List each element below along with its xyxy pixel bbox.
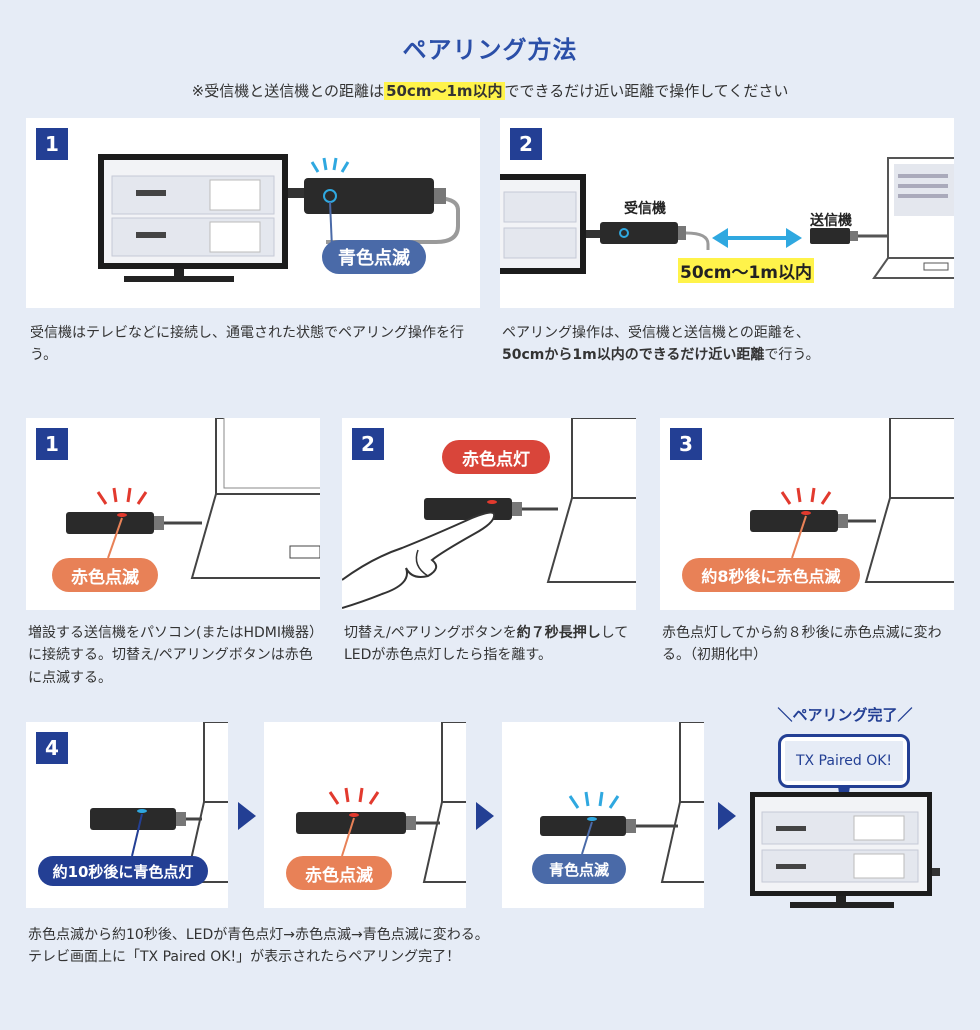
bottom-step-4-desc: 赤色点滅から約10秒後、LEDが青色点灯→赤色点滅→青色点滅に変わる。 テレビ画… (28, 924, 728, 969)
red-blink-badge: 赤色点滅 (286, 856, 392, 890)
blue-blink-badge: 青色点滅 (322, 240, 426, 274)
finger-press-illustration (342, 418, 636, 609)
distance-illustration (500, 157, 954, 279)
mid-step-1-panel: 1 赤色点滅 (26, 418, 320, 610)
tv-receiver-illustration (98, 154, 460, 282)
transmitter-red-blink-after-illustration (750, 418, 954, 583)
mid-step-3-desc: 赤色点灯してから約８秒後に赤色点滅に変わる。（初期化中） (662, 625, 942, 664)
paired-message-callout: TX Paired OK! (778, 734, 910, 788)
step-arrow-3 (718, 802, 736, 830)
step-number-badge: 1 (36, 128, 68, 160)
subtitle-post: でできるだけ近い距離で操作してください (504, 82, 789, 100)
mid-step-3-panel: 3 約8秒後に赤色点滅 (660, 418, 954, 610)
red-on-badge: 赤色点灯 (442, 440, 550, 474)
desc-pre: 切替え/ペアリングボタンを (344, 625, 517, 641)
transmitter-label: 送信機 (810, 213, 852, 229)
step-number-badge: 1 (36, 428, 68, 460)
transmitter-red-blink-step4-illustration (296, 722, 466, 883)
subtitle-highlight: 50cm〜1m以内 (384, 82, 505, 100)
step-arrow-1 (238, 802, 256, 830)
receiver-label: 受信機 (624, 201, 666, 217)
mid-step-2-panel: 2 赤色点灯 (342, 418, 636, 610)
top-step-1-panel: 1 青色点滅 (26, 118, 480, 308)
desc-line1: 赤色点滅から約10秒後、LEDが青色点灯→赤色点滅→青色点滅に変わる。 (28, 927, 489, 943)
tv-paired-illustration (750, 786, 940, 908)
step-number-badge: 3 (670, 428, 702, 460)
complete-right-mark: ／ (897, 706, 913, 724)
mid-step-2-desc: 切替え/ペアリングボタンを約７秒長押ししてLEDが赤色点灯したら指を離す。 (344, 622, 640, 667)
complete-text: ペアリング完了 (792, 706, 898, 724)
blue-on-badge: 約10秒後に青色点灯 (38, 856, 208, 886)
pairing-complete-label: ＼ペアリング完了／ (770, 704, 920, 725)
red-blink-after-badge: 約8秒後に赤色点滅 (682, 558, 860, 592)
distance-label: 50cm〜1m以内 (678, 258, 814, 283)
page-title: ペアリング方法 (402, 36, 578, 64)
desc-line2: テレビ画面上に「TX Paired OK!」が表示されたらペアリング完了！ (28, 949, 461, 966)
top-step-1-desc: 受信機はテレビなどに接続し、通電された状態でペアリング操作を行う。 (30, 325, 464, 364)
top-step-2-desc: ペアリング操作は、受信機と送信機との距離を、 50cmから1m以内のできるだけ近… (502, 322, 952, 367)
step-arrow-2 (476, 802, 494, 830)
bottom-step-4-panel-b: 赤色点滅 (264, 722, 466, 908)
desc-bold: 約７秒長押し (516, 625, 601, 641)
bottom-step-4-panel-a: 4 約10秒後に青色点灯 (26, 722, 228, 908)
transmitter-blue-blink-illustration (540, 722, 704, 883)
step-number-badge: 4 (36, 732, 68, 764)
red-blink-badge: 赤色点滅 (52, 558, 158, 592)
desc-bold: 50cmから1m以内のできるだけ近い距離 (502, 347, 765, 364)
top-step-2-panel: 2 受信機 送信機 50cm〜1m以内 (500, 118, 954, 308)
complete-left-mark: ＼ (777, 706, 793, 724)
desc-post: で行う。 (764, 347, 820, 364)
desc-line1: ペアリング操作は、受信機と送信機との距離を、 (502, 325, 810, 341)
step-number-badge: 2 (510, 128, 542, 160)
subtitle-pre: ※受信機と送信機との距離は (191, 82, 385, 100)
paired-message-text: TX Paired OK! (785, 741, 903, 781)
blue-blink-badge: 青色点滅 (532, 854, 626, 884)
transmitter-red-blink-illustration (66, 418, 320, 579)
bottom-step-4-panel-c: 青色点滅 (502, 722, 704, 908)
mid-step-1-desc: 増設する送信機をパソコン(またはHDMI機器）に接続する。切替え/ペアリングボタ… (28, 625, 323, 686)
step-number-badge: 2 (352, 428, 384, 460)
desc-post: してLEDが赤色点灯したら指を離す。 (344, 625, 629, 664)
